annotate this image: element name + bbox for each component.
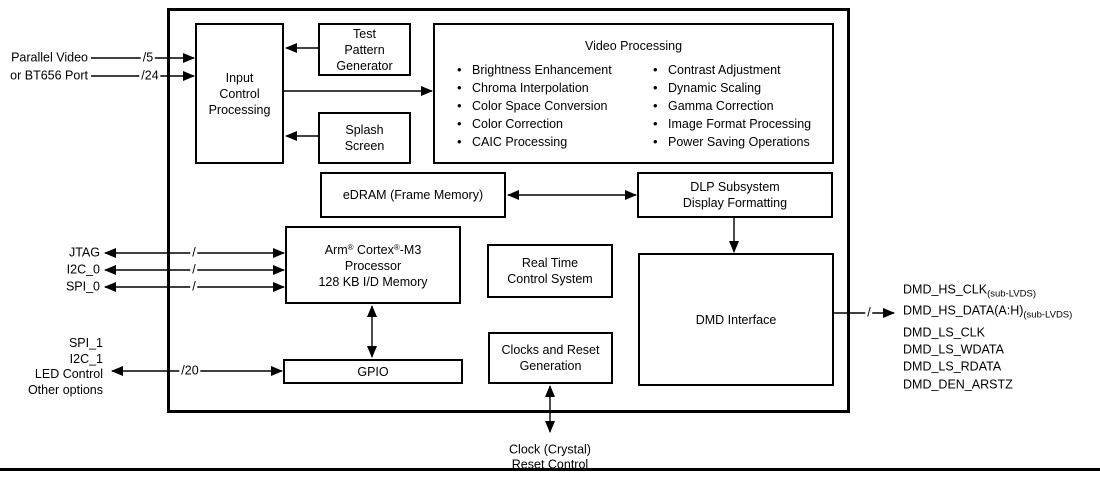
dmd-ls-clk-label: DMD_LS_CLK (903, 325, 985, 340)
block-label: 128 KB I/D Memory (318, 275, 428, 289)
spi1-label: SPI_1 (68, 336, 103, 350)
dlp-subsystem-block: DLP Subsystem Display Formatting (637, 172, 833, 218)
bus-slash: / (190, 245, 198, 261)
block-label: GPIO (357, 364, 389, 379)
registered-trademark: ® (347, 243, 354, 252)
dmd-hs-data-label: DMD_HS_DATA(A:H)(sub-LVDS) (903, 303, 1073, 321)
bus-width-20-label: /20 (179, 363, 201, 379)
registered-trademark: ® (393, 243, 400, 252)
page-divider (0, 468, 1100, 471)
real-time-control-block: Real Time Control System (487, 244, 613, 298)
test-pattern-generator-block: Test Pattern Generator (318, 23, 411, 76)
feature-item: Power Saving Operations (653, 133, 811, 151)
block-label: Processing (208, 102, 271, 117)
block-label: Control (219, 86, 260, 101)
dmd-den-arstz-label: DMD_DEN_ARSTZ (903, 377, 1013, 392)
feature-item: Chroma Interpolation (457, 79, 612, 97)
bus-width-24-label: /24 (139, 68, 161, 84)
block-label: Input (225, 70, 254, 85)
dmd-ls-rdata-label: DMD_LS_RDATA (903, 359, 1002, 374)
block-label: Screen (344, 139, 385, 153)
other-options-label: Other options (27, 382, 103, 397)
led-control-label: LED Control (34, 367, 103, 381)
bt656-port-label: or BT656 Port (10, 68, 88, 83)
peripheral-group-label: SPI_1 I2C_1 LED Control Other options (28, 336, 103, 398)
splash-screen-block: Splash Screen (318, 112, 411, 164)
block-label: Pattern (344, 42, 385, 57)
block-label: Test (353, 26, 376, 41)
block-label: Clocks and Reset (501, 343, 600, 357)
block-label: Display Formatting (682, 196, 788, 210)
block-label: Control System (507, 272, 593, 286)
bus-slash: / (865, 305, 873, 321)
video-processing-feature-list-right: Contrast Adjustment Dynamic Scaling Gamm… (653, 61, 811, 151)
bus-slash: / (190, 279, 198, 295)
video-processing-block: Video Processing Brightness Enhancement … (433, 23, 834, 164)
block-label: Processor (344, 259, 402, 273)
dmd-ls-wdata-label: DMD_LS_WDATA (903, 342, 1004, 357)
jtag-label: JTAG (68, 245, 100, 260)
dmd-hs-clk-label: DMD_HS_CLK(sub-LVDS) (903, 282, 1036, 300)
block-label: Generation (519, 359, 582, 373)
i2c0-label: I2C_0 (66, 262, 100, 277)
feature-item: Gamma Correction (653, 97, 811, 115)
bus-width-5-label: /5 (140, 50, 156, 66)
block-label: Real Time (521, 256, 579, 270)
block-label: DLP Subsystem (690, 180, 780, 194)
input-control-processing-block: Input Control Processing (195, 23, 284, 164)
gpio-block: GPIO (283, 359, 463, 384)
feature-item: Brightness Enhancement (457, 61, 612, 79)
feature-item: Contrast Adjustment (653, 61, 811, 79)
chip-boundary (167, 8, 850, 413)
block-label: Arm® Cortex®-M3 (324, 243, 422, 257)
clocks-reset-block: Clocks and Reset Generation (488, 332, 613, 384)
clock-crystal-label: Clock (Crystal) (509, 442, 591, 457)
feature-item: Color Space Conversion (457, 97, 612, 115)
arm-processor-block: Arm® Cortex®-M3 Processor 128 KB I/D Mem… (285, 226, 461, 304)
feature-item: Image Format Processing (653, 115, 811, 133)
edram-block: eDRAM (Frame Memory) (320, 172, 506, 218)
feature-item: Dynamic Scaling (653, 79, 811, 97)
i2c1-label: I2C_1 (69, 351, 103, 366)
video-processing-feature-list-left: Brightness Enhancement Chroma Interpolat… (457, 61, 612, 151)
block-label: DMD Interface (695, 312, 777, 327)
parallel-video-label: Parallel Video (11, 50, 88, 65)
spi0-label: SPI_0 (65, 279, 100, 294)
feature-item: CAIC Processing (457, 133, 612, 151)
bus-slash: / (190, 262, 198, 278)
block-label: eDRAM (Frame Memory) (342, 188, 484, 202)
block-label: Generator (336, 58, 393, 73)
feature-item: Color Correction (457, 115, 612, 133)
video-processing-title: Video Processing (584, 39, 683, 53)
dmd-interface-block: DMD Interface (638, 253, 834, 386)
block-label: Splash (345, 123, 384, 137)
